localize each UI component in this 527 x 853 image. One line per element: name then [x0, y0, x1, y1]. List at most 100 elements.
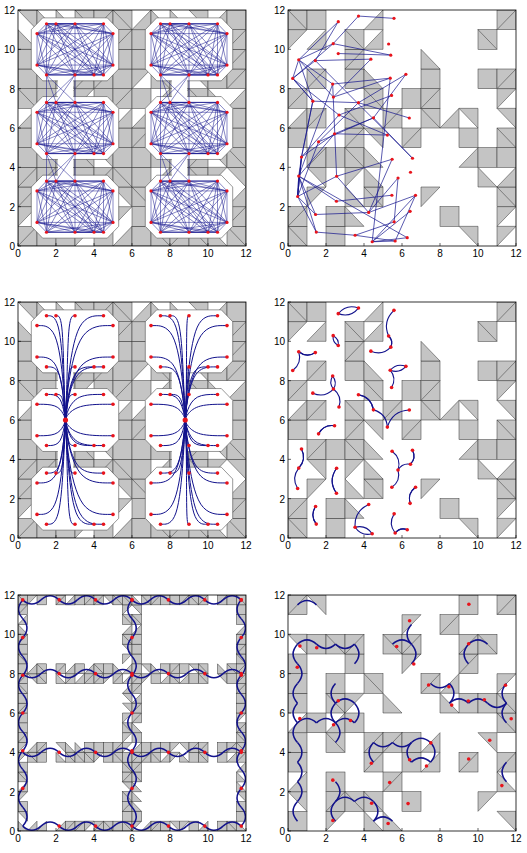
- free-space: [31, 310, 232, 530]
- sample-point: [335, 491, 339, 495]
- roadmap-edge: [56, 102, 94, 153]
- sample-point: [21, 598, 25, 602]
- obstacle-cell: [478, 440, 497, 460]
- roadmap-curve: [114, 596, 132, 600]
- sample-point: [167, 672, 171, 676]
- roadmap-edge: [189, 75, 190, 103]
- roadmap-curve: [114, 822, 132, 826]
- roadmap-curve: [205, 752, 223, 756]
- roadmap-edge: [293, 44, 333, 79]
- obstacle-triangle: [66, 743, 76, 753]
- obstacle-diagonal: [364, 674, 383, 694]
- roadmap-edge: [151, 24, 161, 65]
- sample-point: [21, 749, 25, 753]
- roadmap-curve: [313, 506, 316, 524]
- sample-point: [225, 513, 229, 517]
- roadmap-edge: [37, 102, 47, 143]
- roadmap-edge: [151, 34, 152, 65]
- tick-mark: [18, 752, 21, 753]
- roadmap-curve: [409, 487, 415, 503]
- roadmap-curve: [185, 420, 227, 483]
- sample-point: [159, 314, 163, 318]
- roadmap-edge: [301, 101, 312, 157]
- obstacle-triangle: [421, 479, 440, 499]
- tick-mark: [288, 246, 291, 247]
- roadmap-curve: [66, 420, 104, 524]
- tick-mark: [18, 634, 21, 635]
- roadmap-curve: [66, 420, 104, 473]
- roadmap-curve: [132, 694, 136, 713]
- obstacle-triangle: [497, 207, 516, 227]
- obstacle-diagonal: [345, 634, 364, 654]
- sample-point: [206, 73, 209, 76]
- plot-area: [18, 302, 246, 538]
- sample-point: [73, 365, 77, 369]
- room: [31, 175, 118, 238]
- obstacle-diagonal: [151, 752, 161, 762]
- obstacle-triangle: [440, 400, 459, 420]
- roadmap-edge: [56, 181, 113, 191]
- roadmap-edge: [333, 78, 391, 84]
- obstacle-triangle: [345, 479, 364, 499]
- roadmap-edge: [47, 153, 95, 154]
- roadmap-edge: [373, 74, 405, 118]
- roadmap-curve: [151, 357, 185, 420]
- tick-mark: [402, 535, 403, 538]
- roadmap-edge: [47, 74, 95, 75]
- obstacle-triangle: [170, 743, 180, 753]
- obstacle-triangle: [28, 664, 38, 674]
- sample-point: [111, 402, 115, 406]
- roadmap-edge: [151, 191, 189, 232]
- sample-point: [414, 486, 418, 490]
- roadmap-edge: [37, 191, 94, 232]
- roadmap-edge: [75, 153, 94, 154]
- roadmap-edge: [113, 191, 114, 222]
- obstacle-cell: [383, 772, 402, 792]
- sample-point: [389, 77, 392, 80]
- obstacle-cell: [478, 322, 497, 342]
- obstacle-diagonal: [345, 420, 364, 440]
- tick-mark: [326, 535, 327, 538]
- tick-mark: [132, 828, 133, 831]
- sample-point: [216, 231, 219, 234]
- sample-point: [206, 522, 210, 526]
- sample-point: [94, 751, 98, 755]
- tick-mark: [132, 243, 133, 246]
- sample-point: [387, 334, 391, 338]
- sample-point: [102, 180, 105, 183]
- sample-point: [92, 365, 96, 369]
- obstacle-diagonal: [66, 752, 76, 762]
- roadmap-curve: [241, 619, 245, 638]
- obstacles: [288, 595, 516, 831]
- roadmap-edge: [56, 181, 75, 182]
- obstacle-diagonal: [307, 440, 326, 460]
- obstacle-diagonal: [497, 69, 516, 89]
- roadmap-curve: [185, 420, 217, 446]
- roadmap-edge: [75, 102, 104, 153]
- sample-point: [45, 22, 48, 25]
- sample-point: [216, 101, 219, 104]
- roadmap-edge: [94, 112, 113, 153]
- room: [31, 18, 118, 81]
- roadmap-edge: [189, 24, 227, 65]
- sample-point: [337, 405, 341, 409]
- obstacle-cell: [421, 381, 440, 401]
- obstacle-triangle: [364, 30, 383, 50]
- room: [31, 389, 118, 452]
- tick-mark: [18, 535, 19, 538]
- tick-mark: [478, 243, 479, 246]
- sample-point: [333, 424, 337, 428]
- obstacle-cell: [440, 207, 459, 227]
- roadmap-edge: [151, 222, 189, 232]
- obstacle-cell: [288, 420, 307, 440]
- roadmap-edge: [56, 102, 75, 103]
- roadmap-curve: [319, 426, 335, 434]
- sample-point: [239, 787, 243, 791]
- sample-point: [73, 180, 76, 183]
- roadmap-edge: [208, 191, 227, 232]
- roadmap-curve: [223, 596, 241, 600]
- sample-point: [130, 636, 134, 640]
- obstacle-triangle: [227, 752, 237, 762]
- sample-point: [391, 158, 394, 161]
- roadmap-edge: [56, 24, 75, 75]
